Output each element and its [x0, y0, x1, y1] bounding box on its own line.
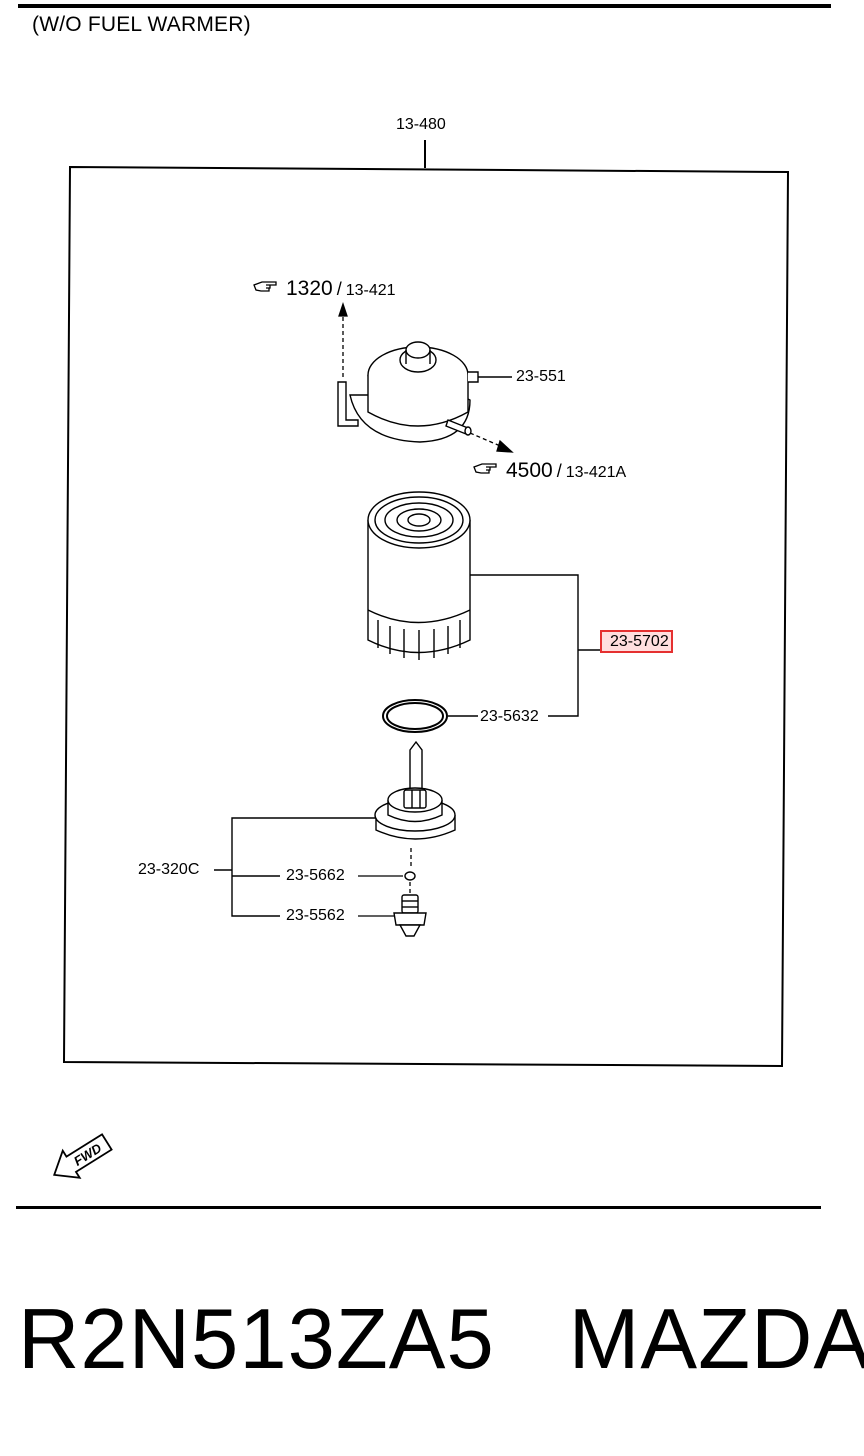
outlet-ref-number: 1320 [286, 277, 333, 300]
fwd-arrow: FWD [53, 1133, 113, 1179]
drain-oring [404, 871, 416, 881]
filter-housing [337, 341, 479, 443]
filter-cartridge [367, 491, 471, 660]
pointing-hand-icon [473, 463, 497, 474]
label-filter-highlighted: 23-5702 [600, 630, 673, 653]
seal-ring [382, 699, 478, 733]
outlet-arrow [338, 301, 348, 380]
drain-bracket [214, 817, 376, 917]
inlet-ref-code: 13-421A [565, 464, 627, 481]
label-assembly: 13-480 [396, 116, 446, 133]
filter-leader [470, 574, 602, 717]
bottom-rule [16, 1206, 821, 1209]
pointing-hand-icon [253, 281, 277, 292]
outlet-ref-separator: / [336, 279, 342, 299]
outlet-ref-code: 13-421 [345, 282, 396, 299]
footer-brand: MAZDA [568, 1292, 864, 1387]
label-drain-plug: 23-5562 [286, 907, 345, 924]
label-seal: 23-5632 [480, 708, 539, 725]
inlet-ref-number: 4500 [506, 459, 553, 482]
footer-caption: R2N513ZA5 MAZDA [18, 1292, 864, 1387]
drain-body [374, 740, 456, 840]
label-drain-oring: 23-5662 [286, 867, 345, 884]
diagram-heading: (W/O FUEL WARMER) [32, 13, 251, 36]
assembly-frame [62, 140, 790, 1068]
label-drain-group: 23-320C [138, 861, 200, 878]
footer-part-number: R2N513ZA5 [18, 1292, 495, 1387]
inlet-reference: 4500 / 13-421A [472, 460, 626, 482]
drain-plug [393, 894, 427, 937]
outlet-reference: 1320 / 13-421 [252, 278, 396, 300]
label-housing: 23-551 [516, 368, 566, 385]
top-rule [18, 4, 831, 8]
inlet-ref-separator: / [556, 461, 562, 481]
inlet-arrow [469, 432, 514, 453]
